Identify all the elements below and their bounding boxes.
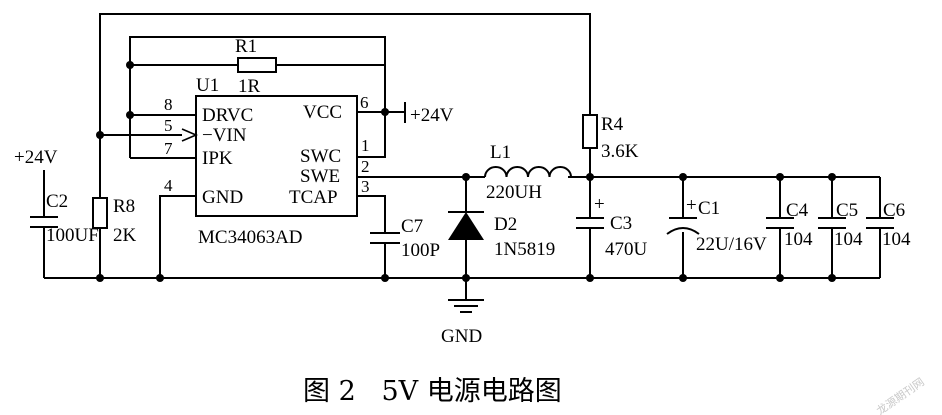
c1-polarity: + [686,195,697,216]
junction-dot [381,274,389,282]
capacitor-c1: + C1 22U/16V [666,195,767,255]
junction-dot [126,61,134,69]
ic-body [195,95,358,217]
c4-value: 104 [784,229,813,250]
junction-dot [679,274,687,282]
junction-dot [828,274,836,282]
r4-value: 3.6K [601,141,639,162]
diode-d2: D2 1N5819 [448,211,555,260]
r1-ref: R1 [235,36,257,57]
pin-ipk-name: IPK [202,148,233,169]
ground-label: GND [441,326,482,347]
ground-symbol: GND [441,299,484,347]
c3-ref: C3 [610,213,632,234]
pin-swc-num: 1 [361,136,370,155]
capacitor-c7: C7 100P [370,216,440,261]
junction-dot [828,173,836,181]
capacitor-c3: + C3 470U [576,194,648,260]
l1-ref: L1 [490,142,511,163]
pin-tcap-num: 3 [361,177,370,196]
capacitor-c6: C6 104 [866,200,911,250]
junction-dot [96,274,104,282]
c6-value: 104 [882,229,911,250]
feedback-top-wire [99,13,591,135]
c1-value: 22U/16V [696,234,767,255]
junctions [96,61,836,282]
c7-ref: C7 [401,216,423,237]
ic-ref: U1 [196,75,219,96]
l1-coil [484,166,572,178]
pin-vin-name: −VIN [202,125,247,146]
inductor-l1: L1 220UH [484,142,572,203]
vin-arrow-icon [181,128,199,142]
pin-vcc-num: 6 [360,93,369,112]
figure-caption: 图 2 5V 电源电路图 [303,376,562,407]
junction-dot [679,173,687,181]
ic-gnd-wire [159,195,196,278]
c2-ref: C2 [46,191,68,212]
pin-vcc-name: VCC [303,102,342,123]
d2-triangle [448,212,484,240]
r4-ref: R4 [601,114,624,135]
watermark: 龙源期刊网 [874,375,927,415]
junction-dot [126,111,134,119]
junction-dot [586,274,594,282]
r1-loop-wire [129,36,386,158]
r8-value: 2K [113,225,137,246]
junction-dot [96,131,104,139]
ic-u1: U1 MC34063AD 8 DRVC 5 −VIN 7 IPK 4 GND 6… [164,75,370,248]
junction-dot [381,108,389,116]
c1-ref: C1 [698,198,720,219]
pin-swe-num: 2 [361,157,370,176]
c1-plate-curved [666,227,700,235]
pin-vin-num: 5 [164,116,173,135]
junction-dot [462,274,470,282]
c7-value: 100P [401,240,440,261]
pin-tcap-name: TCAP [289,187,338,208]
pin-drvc-name: DRVC [202,105,253,126]
r1-body [237,57,277,73]
capacitor-c5: C5 104 [818,200,863,250]
d2-ref: D2 [494,214,517,235]
r8-body [92,197,108,229]
c5-value: 104 [834,229,863,250]
swc-wire [357,112,386,158]
resistor-r1: R1 1R [235,36,277,97]
junction-dot [156,274,164,282]
junction-dot [586,173,594,181]
l1-value: 220UH [486,182,542,203]
r1-value: 1R [238,76,261,97]
pin-swc-name: SWC [300,146,341,167]
supply-terminal-right: +24V [404,102,454,126]
tcap-wire [357,195,386,233]
c5-ref: C5 [836,200,858,221]
resistor-r4: R4 3.6K [582,114,639,162]
r4-body [582,114,598,149]
pin-gnd-name: GND [202,187,243,208]
capacitor-c4: C4 104 [766,200,813,250]
ic-part: MC34063AD [198,227,303,248]
capacitor-c2: C2 100UF [30,191,99,246]
junction-dot [462,173,470,181]
resistor-r8: R8 2K [92,196,137,246]
junction-dot [776,274,784,282]
pin-drvc-num: 8 [164,95,173,114]
supply-right-label: +24V [410,105,454,126]
c6-ref: C6 [883,200,905,221]
d2-value: 1N5819 [494,239,555,260]
c3-polarity: + [594,194,605,215]
junction-dot [776,173,784,181]
r8-ref: R8 [113,196,135,217]
c4-ref: C4 [786,200,809,221]
supply-left-label: +24V [14,147,58,168]
c3-value: 470U [605,239,648,260]
pin-ipk-num: 7 [164,139,173,158]
pin-swe-name: SWE [300,166,340,187]
c2-value: 100UF [46,225,99,246]
pin-gnd-num: 4 [164,176,173,195]
